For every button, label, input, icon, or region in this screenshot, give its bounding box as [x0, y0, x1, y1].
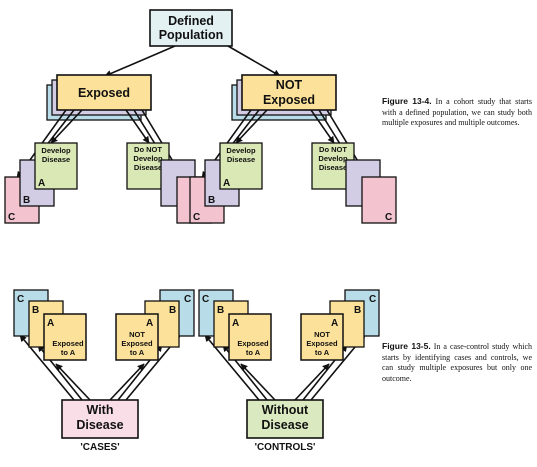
controls-box: [246, 399, 324, 439]
defined-population-box: [149, 9, 233, 47]
figure-13-4-caption: Figure 13-4. In a cohort study that star…: [382, 96, 532, 129]
controls-exposed-letter-a: A: [232, 318, 239, 329]
figure-13-4-text: In a cohort study that starts with a def…: [382, 97, 532, 127]
not-exposed-develop-box-a: [219, 142, 263, 190]
population-to-not-exposed-arrow: [227, 45, 281, 77]
population-to-exposed-arrow: [104, 45, 176, 77]
cases-box: [61, 399, 139, 439]
controls-not-exposed-letter-b: B: [354, 305, 361, 316]
controls-exposed-box-a: [228, 313, 272, 361]
figure-13-4-number: Figure 13-4.: [382, 96, 432, 106]
cases-not-exposed-letter-c: C: [184, 294, 191, 305]
cases-arrow-right-1: [109, 363, 145, 401]
controls-not-exposed-letter-c: C: [369, 294, 376, 305]
cases-not-exposed-letter-a: A: [146, 318, 153, 329]
cases-arrow-left-3: [55, 363, 91, 401]
figure-13-5-caption: Figure 13-5. In a case-control study whi…: [382, 341, 532, 384]
not-exposed-develop-letter-c: C: [193, 212, 200, 223]
not-exposed-no-develop-box-c: [361, 176, 397, 224]
controls-not-exposed-box-a: [300, 313, 344, 361]
cases-exposed-box-a: [43, 313, 87, 361]
cases-not-exposed-letter-b: B: [169, 305, 176, 316]
exposed-develop-letter-b: B: [23, 195, 30, 206]
exposed-front-box: [56, 74, 152, 111]
exposed-arrow-right-1: [125, 109, 150, 144]
controls-exposed-letter-c: C: [202, 294, 209, 305]
controls-group-label: 'CONTROLS': [255, 442, 316, 453]
not-exposed-front-box: [241, 74, 337, 111]
not-exposed-develop-letter-b: B: [208, 195, 215, 206]
exposed-label: Exposed: [78, 86, 130, 100]
not-exposed-no-develop-letter-c: C: [385, 212, 392, 223]
exposed-arrow-left-3: [50, 109, 83, 144]
cases-exposed-letter-a: A: [47, 318, 54, 329]
exposed-develop-letter-c: C: [8, 212, 15, 223]
exposed-develop-letter-a: A: [38, 178, 45, 189]
cases-exposed-letter-c: C: [17, 294, 24, 305]
figure-13-5-text: In a case-control study which starts by …: [382, 342, 532, 383]
exposed-develop-box-a: [34, 142, 78, 190]
cases-group-label: 'CASES': [80, 442, 119, 453]
not-exposed-develop-letter-a: A: [223, 178, 230, 189]
cases-not-exposed-box-a: [115, 313, 159, 361]
figure-13-5-number: Figure 13-5.: [382, 341, 431, 351]
controls-arrow-right-1: [294, 363, 330, 401]
controls-not-exposed-letter-a: A: [331, 318, 338, 329]
controls-exposed-letter-b: B: [217, 305, 224, 316]
controls-arrow-left-3: [240, 363, 276, 401]
cases-exposed-letter-b: B: [32, 305, 39, 316]
not-exposed-arrow-left-3: [235, 109, 268, 144]
not-exposed-arrow-right-1: [310, 109, 335, 144]
